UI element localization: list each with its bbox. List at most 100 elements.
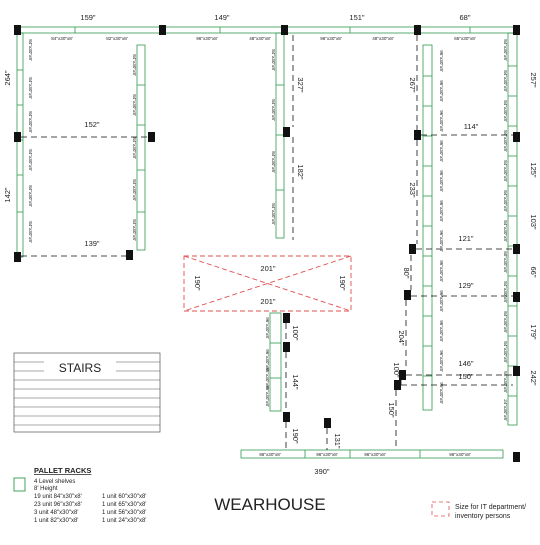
rack-label: 96"x30"x8' <box>439 290 444 312</box>
rack-label: 84"x30"x8' <box>51 36 73 41</box>
column-post <box>409 244 416 254</box>
rack-label: 96"x30"x8' <box>265 349 270 371</box>
rack-label: 65"x30"x8' <box>454 36 476 41</box>
column-post <box>513 25 520 35</box>
dim-interior: 204" <box>397 330 406 346</box>
rack-label: 96"x30"x8' <box>439 200 444 222</box>
center-rack-column <box>269 312 282 412</box>
dim-top-4: 68" <box>459 13 470 22</box>
outer-dimensions: 159" 149" 151" 68" 390" 264" 142" 257" 1… <box>3 13 538 476</box>
legend-heading: PALLET RACKS <box>34 466 91 475</box>
dim-interior: 100" <box>291 325 300 341</box>
rack-label: 48"x30"x8' <box>372 36 394 41</box>
column-post <box>159 25 166 35</box>
rack-label: 96"x30"x8' <box>265 385 270 407</box>
interior-dimensions: 152" 139" 327" 182" 267" 233" 114" 121" … <box>84 77 478 449</box>
legend-unit: 1 unit 60"x30"x8' <box>102 494 146 500</box>
dim-interior: 131" <box>333 433 342 449</box>
dim-interior: 114" <box>464 122 479 131</box>
rack-label: 84"x30"x8' <box>271 203 276 225</box>
column-post <box>513 244 520 254</box>
legend-detail: 4 Level shelves <box>34 479 75 485</box>
dim-interior: 146" <box>458 359 474 368</box>
rack-label: 84"x30"x8' <box>503 160 508 182</box>
rack-label: 96"x30"x8' <box>196 36 218 41</box>
dim-top-2: 149" <box>214 13 230 22</box>
rack-label: 84"x30"x8' <box>132 54 137 76</box>
rack-label: 96"x30"x8' <box>439 170 444 192</box>
rack-label: 84"x30"x8' <box>271 99 276 121</box>
rack-label: 96"x30"x8' <box>364 452 386 457</box>
it-dim-left: 190" <box>193 275 202 291</box>
stairs: STAIRS <box>13 352 161 433</box>
rack-label: 96"x30"x8' <box>316 452 338 457</box>
dimension-lines <box>21 35 513 450</box>
dim-right-3: 103" <box>529 214 538 230</box>
dim-interior: 144" <box>291 374 300 390</box>
rack-label: 96"x30"x8' <box>265 367 270 389</box>
dim-interior: 150" <box>387 402 396 418</box>
column-post <box>14 132 21 142</box>
it-legend-label: inventory persons <box>455 513 511 520</box>
legend-unit: 1 unit 65"x30"x8' <box>102 502 146 508</box>
left-wall-racks <box>16 32 24 258</box>
it-area-dimensions: 201" 201" 190" 190" <box>193 264 347 306</box>
column-post <box>399 370 406 380</box>
column-post <box>126 250 133 260</box>
legend-detail: 8' Height <box>34 486 58 492</box>
rack-label: 60"x30"x8' <box>503 251 508 273</box>
rack-label: 84"x30"x8' <box>28 185 33 207</box>
dim-interior: 267" <box>408 77 417 93</box>
rack-label: 84"x30"x8' <box>271 49 276 71</box>
bottom-rack-row <box>240 449 504 459</box>
rack-label: 96"x30"x8' <box>439 80 444 102</box>
rack-label: 84"x30"x8' <box>132 137 137 159</box>
rack-label: 84"x30"x8' <box>28 39 33 61</box>
column-post <box>513 132 520 142</box>
rack-label: 84"x30"x8' <box>503 130 508 152</box>
dim-interior: 139" <box>84 239 100 248</box>
dim-left-1: 264" <box>3 70 12 86</box>
right-wall-racks <box>507 32 518 426</box>
rack-label: 96"x30"x8' <box>439 320 444 342</box>
legend-unit: 1 unit 82"x30"x8' <box>34 518 78 524</box>
rack-column-4 <box>422 44 433 411</box>
legend: PALLET RACKS 4 Level shelves 8' Height 1… <box>13 466 526 524</box>
dim-interior: 100" <box>392 362 401 378</box>
dim-top-1: 159" <box>80 13 96 22</box>
rack-label: 84"x30"x8' <box>503 220 508 242</box>
column-post <box>394 380 401 390</box>
dim-interior: 152" <box>84 120 100 129</box>
column-post <box>513 452 520 462</box>
rack-label: 96"x30"x8' <box>439 230 444 252</box>
stairs-label: STAIRS <box>59 361 101 375</box>
rack-label: 84"x30"x8' <box>132 219 137 241</box>
it-legend-label: Size for IT department/ <box>455 504 526 511</box>
column-post <box>283 342 290 352</box>
rack-label: 84"x30"x8' <box>28 221 33 243</box>
rack-label: 82"x30"x8' <box>106 36 128 41</box>
rack-column-3 <box>275 32 285 239</box>
rack-label: 84"x30"x8' <box>503 39 508 61</box>
dim-interior: 182" <box>296 164 305 180</box>
rack-label: 84"x30"x8' <box>503 281 508 303</box>
dim-left-2: 142" <box>3 187 12 203</box>
dim-right-5: 179" <box>529 324 538 340</box>
rack-label: 84"x30"x8' <box>132 94 137 116</box>
dim-interior: 190" <box>291 428 300 444</box>
legend-unit: 3 unit 48"x30"x8' <box>34 510 78 516</box>
rack-legend-swatch <box>13 477 26 492</box>
rack-label: 96"x30"x8' <box>439 140 444 162</box>
rack-label: 84"x30"x8' <box>271 151 276 173</box>
rack-label: 56"x30"x8' <box>503 371 508 393</box>
rack-label: 84"x30"x8' <box>503 190 508 212</box>
pallet-racks <box>16 26 518 459</box>
column-post <box>148 132 155 142</box>
column-post <box>14 25 21 35</box>
column-post <box>14 252 21 262</box>
legend-unit: 23 unit 96"x30"x8' <box>34 502 82 508</box>
rack-label: 96"x30"x8' <box>320 36 342 41</box>
rack-label: 96"x30"x8' <box>439 50 444 72</box>
rack-label: 24"x30"x8' <box>503 399 508 421</box>
